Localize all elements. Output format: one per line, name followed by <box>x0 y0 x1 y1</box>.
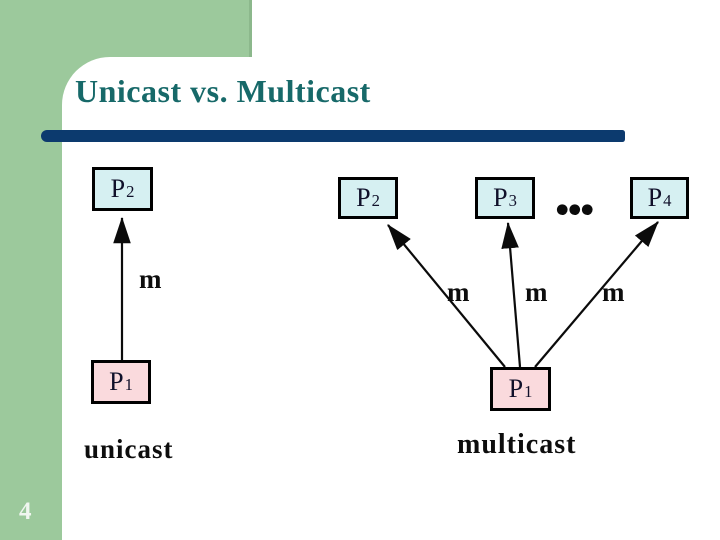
node-label: P <box>109 367 124 396</box>
node-label: P <box>110 174 126 203</box>
green-left-bar <box>0 0 62 540</box>
title-underline-rule <box>41 130 625 142</box>
multicast-caption: multicast <box>457 429 577 460</box>
page-title: Unicast vs. Multicast <box>75 73 371 109</box>
multicast-message-label-middle: m <box>525 277 548 307</box>
unicast-caption: unicast <box>84 434 174 464</box>
node-label: P <box>493 183 508 212</box>
ellipsis: ... <box>554 156 595 229</box>
page-number: 4 <box>19 498 32 525</box>
unicast-message-label: m <box>139 264 162 294</box>
multicast-message-label-right: m <box>602 277 625 307</box>
node-label: P <box>647 183 663 212</box>
multicast-message-label-left: m <box>447 277 470 307</box>
node-label: P <box>508 374 524 403</box>
node-label: P <box>356 183 371 212</box>
